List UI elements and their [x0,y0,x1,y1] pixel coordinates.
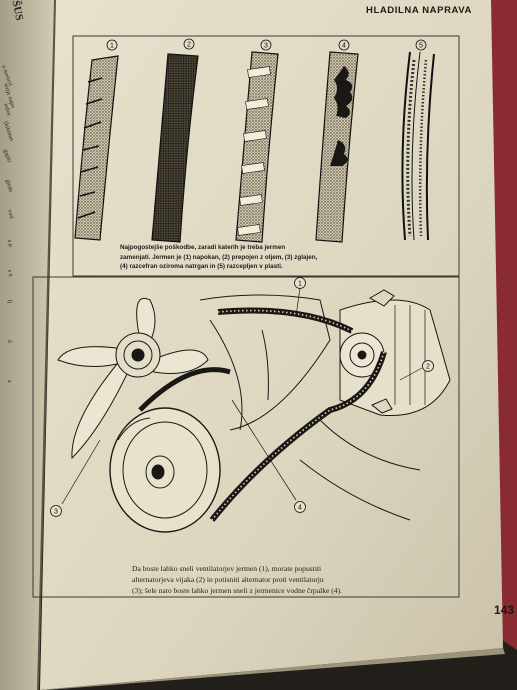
top-caption-line: (4) razcefran oziroma natrgan in (5) raz… [120,263,283,270]
top-callout-5: 5 [415,39,427,51]
top-callout-1: 1 [106,39,118,51]
bottom-caption-line: (3); šele nato boste lahko jermen sneli … [132,586,343,595]
top-callout-4: 4 [338,39,350,51]
bottom-callout-2: 2 [422,360,434,372]
svg-text:1: 1 [110,43,114,50]
bottom-callouts: 1 2 3 4 [50,277,434,517]
bottom-caption-line: Da boste lahko sneli ventilatorjev jerme… [132,564,322,573]
bottom-callout-1: 1 [294,277,306,289]
svg-text:3: 3 [264,43,268,50]
belt-damage-illustrations [74,51,435,243]
svg-text:2: 2 [426,364,430,371]
svg-text:gaplo: gaplo [2,149,12,164]
running-head: HLADILNA NAPRAVA [365,5,472,16]
svg-text:vod: vod [6,209,14,219]
svg-text:ŠUS: ŠUS [9,0,26,22]
svg-text:4: 4 [342,43,346,50]
water-pump-pulley [109,407,221,533]
bottom-caption-line: alternatorjeva vijaka (2) in potisniti a… [132,575,324,584]
top-caption-line: zamenjati. Jermen je (1) napokan, (2) pr… [120,253,318,261]
svg-text:glede: glede [4,179,13,193]
svg-text:1: 1 [298,281,302,288]
svg-text:a: a [6,380,12,383]
svg-text:d: d [6,340,12,344]
bottom-callout-4: 4 [294,501,306,513]
top-callouts: 1 2 3 4 5 [106,38,427,51]
bottom-figure-frame [32,276,460,598]
top-caption-line: Najpogostejše poškodbe, zaradi katerih j… [120,244,286,251]
engine-belt-drive-illustration [57,287,451,533]
svg-text:a p: a p [6,239,13,247]
svg-text:e k: e k [6,269,13,277]
top-figure-frame [72,35,460,277]
top-callout-3: 3 [260,39,272,51]
page-number: 143 [493,603,514,617]
book-cover-edge [488,0,517,650]
bottom-figure-caption: Da boste lahko sneli ventilatorjev jerme… [132,563,432,596]
svg-text:5: 5 [419,43,423,50]
svg-text:2: 2 [187,42,191,49]
svg-text:4: 4 [298,505,302,512]
fan-belt [138,307,387,522]
svg-text:3: 3 [54,509,58,516]
fan [57,297,209,460]
bottom-callout-3: 3 [50,505,62,517]
svg-text:rožoc: rožoc [2,103,12,118]
top-callout-2: 2 [183,38,195,50]
top-figure-caption: Najpogostejše poškodbe, zaradi katerih j… [120,243,440,272]
svg-text:lj: lj [6,299,12,303]
